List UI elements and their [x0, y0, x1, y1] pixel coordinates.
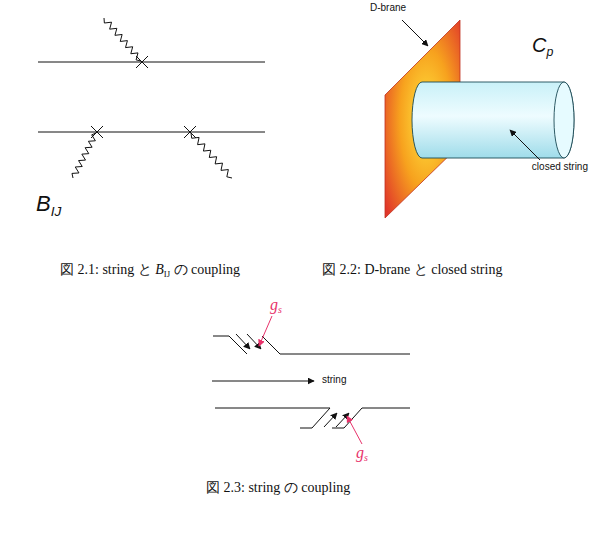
part-label: string — [322, 374, 346, 385]
flow-arrow — [212, 381, 314, 382]
wavy-line — [191, 133, 232, 178]
string-edge — [213, 336, 247, 354]
string-splitting-figure — [212, 316, 410, 444]
label-text: 図 2.1: string と — [60, 262, 152, 277]
figure-caption: 図 2.3: string の coupling — [206, 480, 350, 495]
figure-caption: 図 2.1: string とBIJ の coupling — [60, 262, 240, 280]
cylinder-end — [554, 82, 574, 158]
coupling-label: gs — [356, 444, 368, 464]
coupling-arrow — [347, 416, 362, 444]
flow-arrow — [324, 413, 337, 427]
flow-arrow — [336, 413, 349, 427]
string-edge — [262, 336, 410, 354]
flow-arrow — [236, 334, 250, 349]
field-label: Cp — [532, 34, 553, 60]
subscript-text: p — [546, 45, 553, 59]
label-text: B — [155, 262, 164, 277]
vertex-cross — [136, 56, 148, 68]
part-label: D-brane — [370, 2, 406, 13]
leader-arrow — [510, 130, 540, 160]
d-brane-figure — [385, 20, 574, 218]
subscript-text: s — [364, 452, 368, 463]
vertex-cross — [184, 126, 196, 138]
string-line — [38, 62, 265, 63]
label-text: D-brane — [370, 2, 406, 13]
label-text: B — [36, 191, 51, 216]
label-text: g — [356, 444, 364, 461]
subscript-text: s — [278, 304, 282, 315]
leader-arrow — [402, 20, 428, 46]
label-text: string — [322, 374, 346, 385]
subscript-text: IJ — [51, 204, 62, 219]
string-coupling-figure — [38, 18, 265, 178]
part-label: closed string — [532, 161, 588, 172]
label-text: 図 2.2: D-brane と closed string — [322, 262, 502, 277]
coupling-arrow — [259, 316, 272, 346]
label-text: g — [270, 296, 278, 313]
coupling-label: gs — [270, 296, 282, 316]
label-text: 図 2.3: string の coupling — [206, 480, 350, 495]
string-edge — [215, 408, 330, 428]
subscript-text: IJ — [164, 269, 170, 279]
string-edge — [332, 408, 410, 428]
label-text: C — [532, 34, 546, 56]
closed-string-cylinder — [412, 82, 574, 158]
label-text: closed string — [532, 161, 588, 172]
string-line — [38, 132, 265, 133]
figure-caption: 図 2.2: D-brane と closed string — [322, 262, 502, 277]
flow-arrow — [247, 334, 261, 349]
wavy-line — [72, 133, 96, 178]
wavy-line — [104, 18, 141, 61]
field-label: BIJ — [36, 192, 61, 219]
label-text: の coupling — [174, 262, 241, 277]
